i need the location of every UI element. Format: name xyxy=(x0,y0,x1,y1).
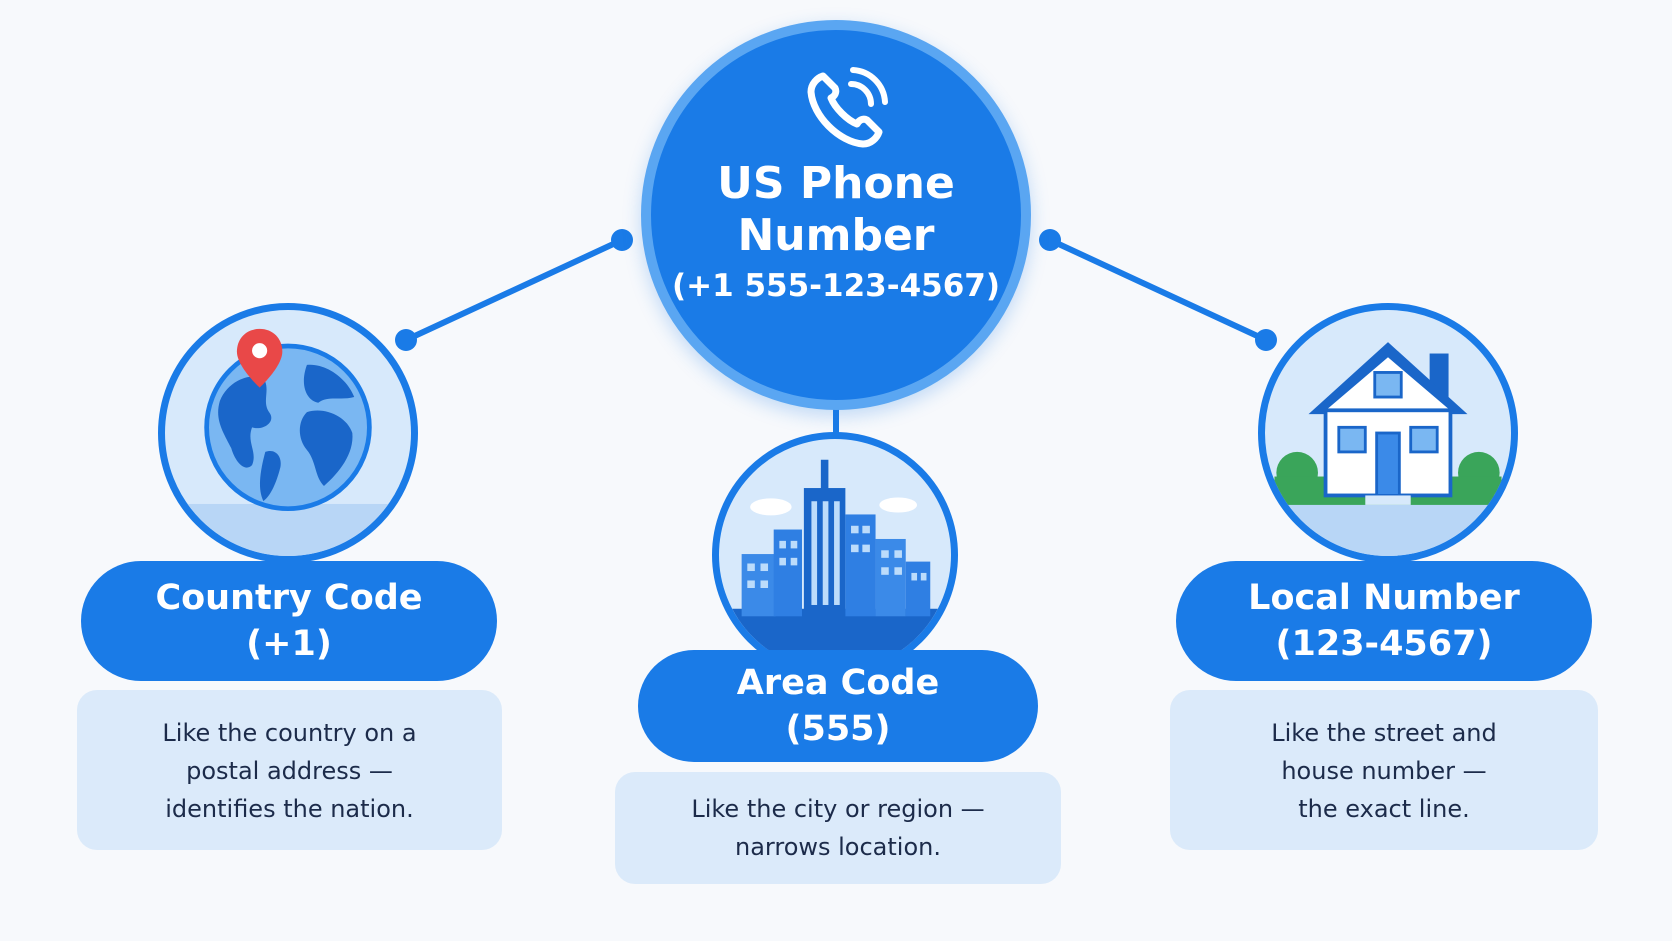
country-code-description: Like the country on a postal address — i… xyxy=(77,690,502,850)
phone-ringing-icon xyxy=(807,67,888,148)
local-number-pill: Local Number (123-4567) xyxy=(1176,561,1592,681)
country-code-pill: Country Code (+1) xyxy=(81,561,497,681)
house-icon xyxy=(1265,342,1511,556)
local-number-description: Like the street and house number — the e… xyxy=(1170,690,1598,850)
local-number-label: Local Number xyxy=(1248,578,1520,618)
country-code-label: Country Code xyxy=(155,578,423,618)
country-desc-line: Like the country on a xyxy=(162,719,417,747)
area-code-value: (555) xyxy=(785,709,891,749)
connector-dot-local xyxy=(1255,329,1277,351)
connector-country xyxy=(403,237,625,343)
center-title: US Phone Number xyxy=(651,158,1021,262)
country-desc-line: identifies the nation. xyxy=(165,795,414,823)
country-code-value: (+1) xyxy=(246,624,332,664)
area-code-pill: Area Code (555) xyxy=(638,650,1038,762)
connector-local xyxy=(1047,237,1269,343)
connector-dot-country xyxy=(395,329,417,351)
country-icon-circle xyxy=(158,303,418,563)
center-example-number: (+1 555-123-4567) xyxy=(671,268,1001,304)
local-desc-line: the exact line. xyxy=(1298,795,1470,823)
local-desc-line: Like the street and xyxy=(1271,719,1497,747)
center-title-line1: US Phone xyxy=(717,158,955,209)
area-desc-line: narrows location. xyxy=(734,833,941,861)
area-code-label: Area Code xyxy=(736,663,940,703)
area-icon-circle xyxy=(712,432,958,678)
local-number-value: (123-4567) xyxy=(1275,624,1493,664)
connector-dot-center-right xyxy=(1039,229,1061,251)
area-desc-line: Like the city or region — xyxy=(691,795,985,823)
city-skyline-icon xyxy=(719,459,951,671)
local-icon-circle xyxy=(1258,303,1518,563)
local-desc-line: house number — xyxy=(1281,757,1487,785)
center-node: US Phone Number (+1 555-123-4567) xyxy=(641,20,1031,410)
area-code-description: Like the city or region — narrows locati… xyxy=(615,772,1061,884)
center-title-line2: Number xyxy=(737,210,935,261)
connector-dot-center-left xyxy=(611,229,633,251)
country-desc-line: postal address — xyxy=(186,757,393,785)
globe-with-pin-icon xyxy=(165,328,411,556)
